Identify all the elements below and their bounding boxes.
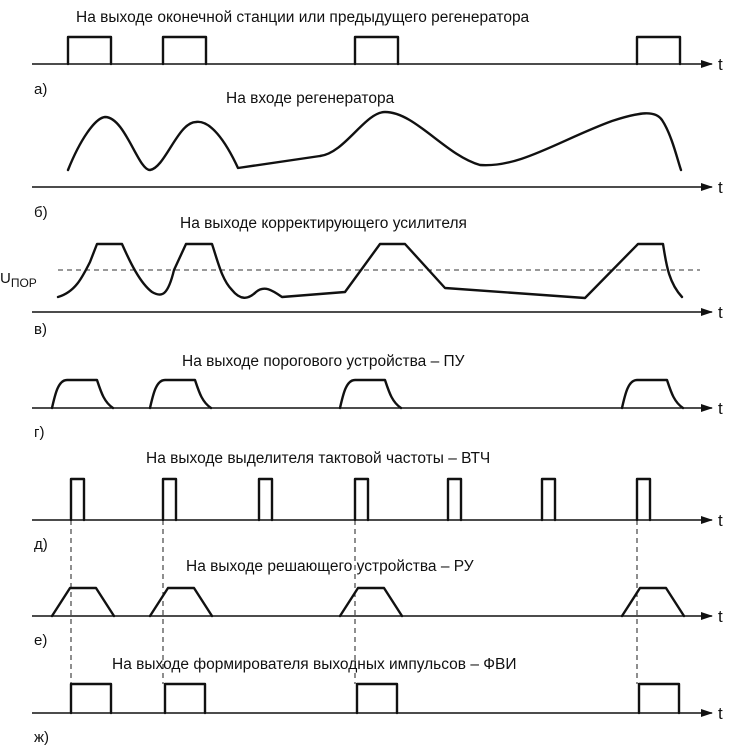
row-zh-output-pulses bbox=[69, 682, 681, 715]
row-g-title: На выходе порогового устройства – ПУ bbox=[182, 353, 465, 370]
row-d: На выходе выделителя тактовой частоты – … bbox=[32, 450, 723, 553]
row-e-label: е) bbox=[34, 632, 47, 649]
row-b-t-label: t bbox=[718, 178, 723, 197]
row-d-clock-pulses bbox=[69, 477, 652, 522]
row-e: На выходе решающего устройства – РУ t е) bbox=[32, 558, 723, 649]
row-e-t-label: t bbox=[718, 607, 723, 626]
row-zh: На выходе формирователя выходных импульс… bbox=[32, 656, 723, 746]
row-g-t-label: t bbox=[718, 399, 723, 418]
row-a-label: а) bbox=[34, 81, 47, 98]
row-v: На выходе корректирующего усилителя UПОР… bbox=[0, 215, 723, 338]
row-b: На входе регенератора t б) bbox=[32, 90, 723, 221]
row-a-title: На выходе оконечной станции или предыдущ… bbox=[76, 9, 530, 26]
row-v-corrected-signal bbox=[56, 242, 684, 300]
row-v-label: в) bbox=[34, 321, 47, 338]
row-d-label: д) bbox=[34, 536, 48, 553]
row-zh-title: На выходе формирователя выходных импульс… bbox=[112, 656, 517, 673]
row-e-decision-output bbox=[50, 586, 686, 618]
row-zh-t-label: t bbox=[718, 704, 723, 723]
row-b-label: б) bbox=[34, 204, 48, 221]
row-g: На выходе порогового устройства – ПУ t г… bbox=[32, 353, 723, 441]
row-a: На выходе оконечной станции или предыдущ… bbox=[32, 9, 723, 98]
row-v-title: На выходе корректирующего усилителя bbox=[180, 215, 467, 232]
row-d-title: На выходе выделителя тактовой частоты – … bbox=[146, 450, 490, 467]
row-d-t-label: t bbox=[718, 511, 723, 530]
row-g-threshold-output bbox=[50, 378, 685, 410]
row-b-title: На входе регенератора bbox=[226, 90, 395, 107]
sync-dashed-lines bbox=[70, 520, 638, 684]
row-v-t-label: t bbox=[718, 303, 723, 322]
row-a-pulse-train bbox=[66, 35, 682, 66]
row-a-t-label: t bbox=[718, 55, 723, 74]
threshold-label: UПОР bbox=[0, 270, 37, 290]
row-b-distorted-signal bbox=[66, 110, 683, 172]
row-g-label: г) bbox=[34, 424, 44, 441]
row-e-title: На выходе решающего устройства – РУ bbox=[186, 558, 474, 575]
row-zh-label: ж) bbox=[34, 729, 49, 746]
